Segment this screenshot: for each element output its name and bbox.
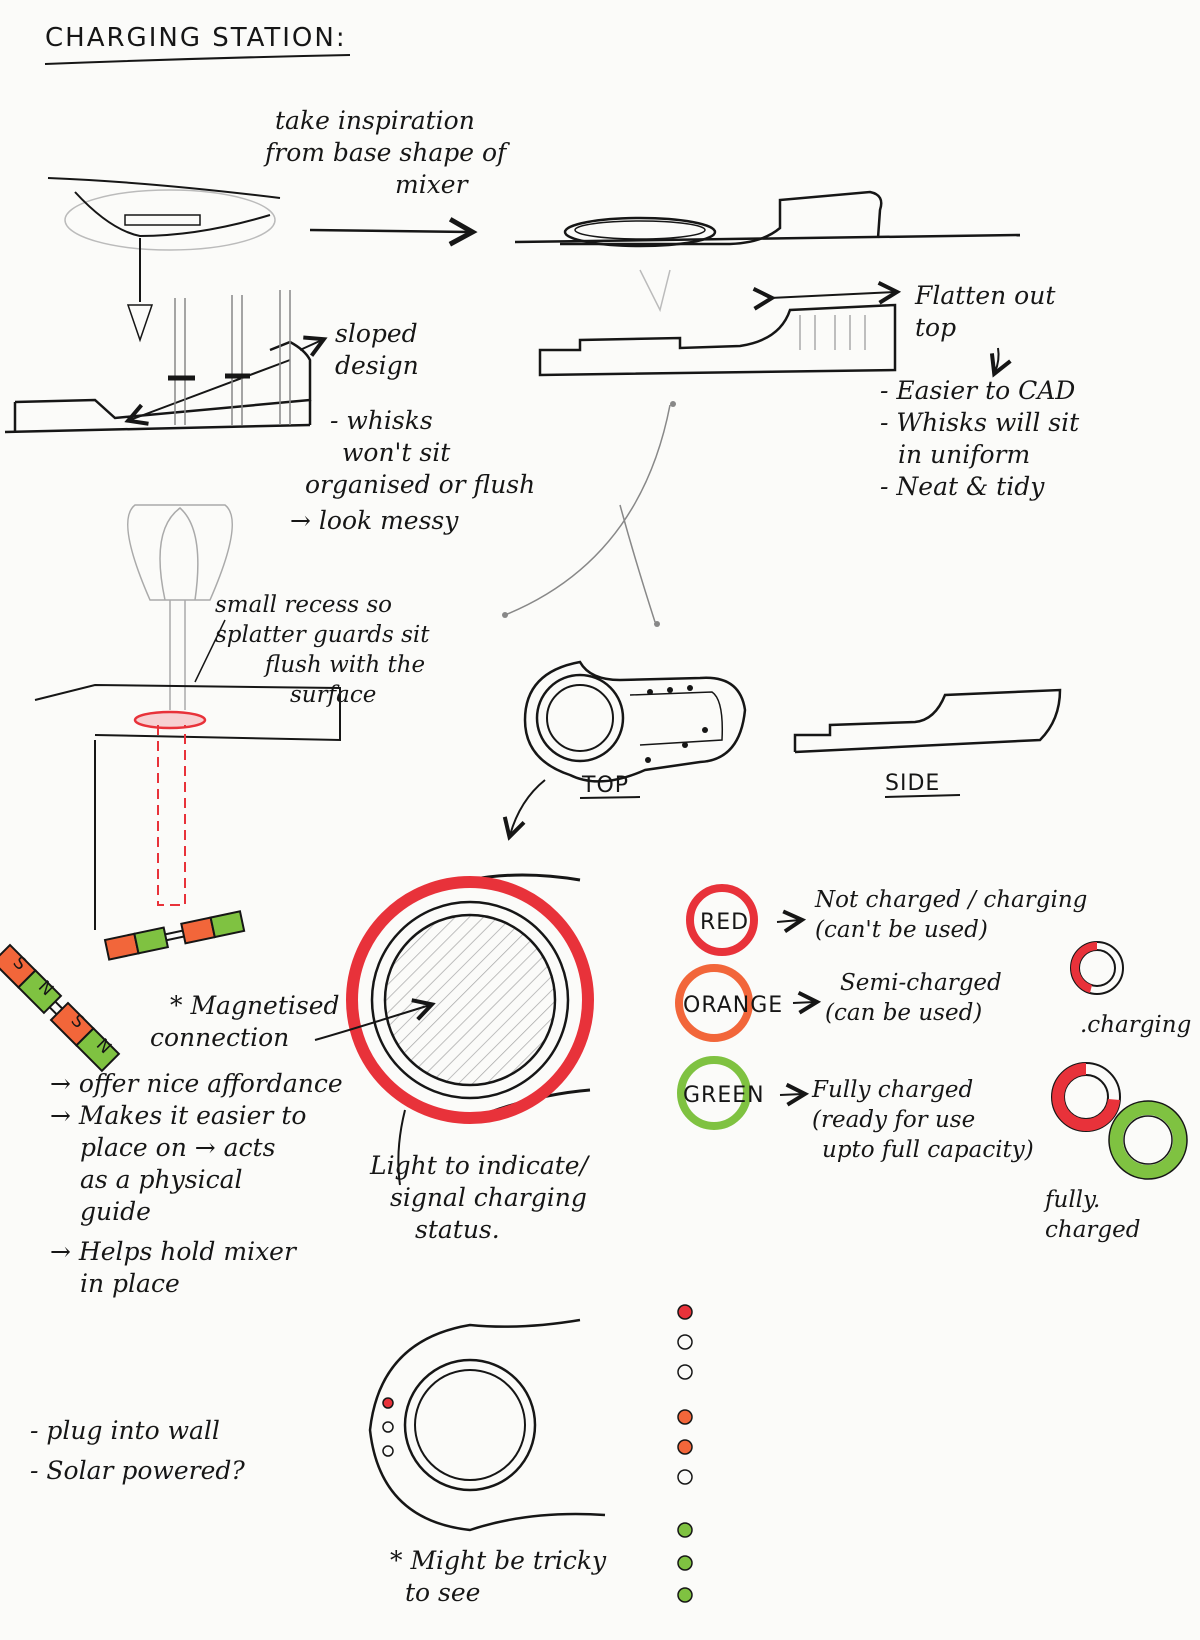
note-line: as a physical [80,1165,243,1194]
flattened-profile-sketch [538,292,999,375]
note-benefits: - Easier to CAD - Whisks will sit in uni… [880,375,1079,503]
note-line: charged [1045,1217,1141,1243]
status-ring-green [677,1056,751,1130]
note-line: - plug into wall [30,1416,220,1445]
side-view-sketch [793,688,1062,798]
note-green-desc: Fully charged (ready for use upto full c… [812,1075,1034,1165]
note-line: sloped [335,319,418,348]
note-line: Flatten out [915,281,1056,310]
note-inspiration: take inspiration from base shape of mixe… [265,105,506,201]
note-line: (ready for use [812,1107,976,1133]
note-red-desc: Not charged / charging (can't be used) [815,885,1087,945]
note-line: - whisks [330,406,433,435]
page-title: CHARGING STATION: [45,23,347,53]
charging-pad-diagram [314,873,594,1186]
note-line: design [335,351,419,380]
side-view-label: SIDE [885,771,941,796]
note-light: Light to indicate/ signal charging statu… [370,1150,588,1246]
note-power: - plug into wall - Solar powered? [30,1415,245,1487]
status-label-green: GREEN [683,1083,765,1108]
note-line: * Magnetised [170,991,340,1020]
status-label-red: RED [700,910,750,935]
note-line: won't sit [342,438,451,467]
top-view-label: TOP [582,773,630,798]
note-recess: small recess so splatter guards sit flus… [215,590,429,710]
note-line: splatter guards sit [215,622,430,648]
note-line: → Makes it easier to [50,1101,307,1130]
note-line: small recess so [215,592,393,618]
note-tricky: * Might be tricky to see [390,1545,606,1609]
note-line: signal charging [390,1183,587,1212]
base-profile-sketch [514,190,1021,313]
note-line: in place [80,1269,180,1298]
led-indicator-icon [677,1304,693,1603]
top-view-sketch [523,660,747,799]
note-line: * Might be tricky [390,1546,607,1575]
note-orange-desc: Semi-charged (can be used) [825,968,1002,1028]
note-line: upto full capacity) [822,1137,1034,1163]
charging-indicator-sketch [1051,941,1188,1180]
note-messy: → look messy [290,506,459,535]
note-line: - Whisks will sit [880,408,1080,437]
note-line: status. [415,1215,500,1244]
note-line: - Neat & tidy [880,472,1045,501]
note-sloped: sloped design [335,318,419,382]
note-line: Fully charged [812,1077,974,1103]
note-line: (can be used) [825,1000,983,1026]
arrow-icon [510,779,546,835]
note-line: fully. [1045,1187,1101,1213]
whisk-recess-sketch [34,504,341,930]
note-line: guide [80,1197,151,1226]
status-label-orange: ORANGE [683,993,784,1018]
note-line: top [915,313,957,342]
battery-icon [103,910,246,961]
note-line: connection [150,1023,290,1052]
note-fully-charged: fully. charged [1045,1185,1140,1245]
note-line: in uniform [898,440,1031,469]
note-line: mixer [395,170,468,199]
note-line: organised or flush [305,470,536,499]
led-pad-diagram [368,1318,606,1532]
status-ring-red [686,884,758,956]
status-ring-orange [675,964,753,1042]
arrow-icon [309,230,470,232]
magnet-icon [0,943,121,1073]
note-line: - Solar powered? [30,1456,245,1485]
note-flatten: Flatten out top [915,280,1055,344]
sloped-profile-sketch [4,290,322,434]
note-line: place on → acts [80,1133,276,1162]
note-line: take inspiration [275,106,475,135]
mixer-base-sketch [47,177,281,343]
note-line: surface [290,682,377,708]
note-line: → offer nice affordance [50,1069,343,1098]
note-magnetised: * Magnetised connection [150,990,340,1054]
note-line: flush with the [265,652,426,678]
note-affordance: → offer nice affordance → Makes it easie… [50,1068,343,1300]
note-whisks: - whisks won't sit organised or flush [305,405,535,501]
note-line: - Easier to CAD [880,376,1076,405]
note-line: Semi-charged [840,970,1002,996]
note-line: Not charged / charging [815,887,1088,913]
note-line: Light to indicate/ [370,1151,589,1180]
note-line: from base shape of [265,138,507,167]
note-line: to see [405,1578,481,1607]
note-charging: .charging [1080,1012,1192,1038]
note-line: (can't be used) [815,917,988,943]
note-line: → Helps hold mixer [50,1237,296,1266]
